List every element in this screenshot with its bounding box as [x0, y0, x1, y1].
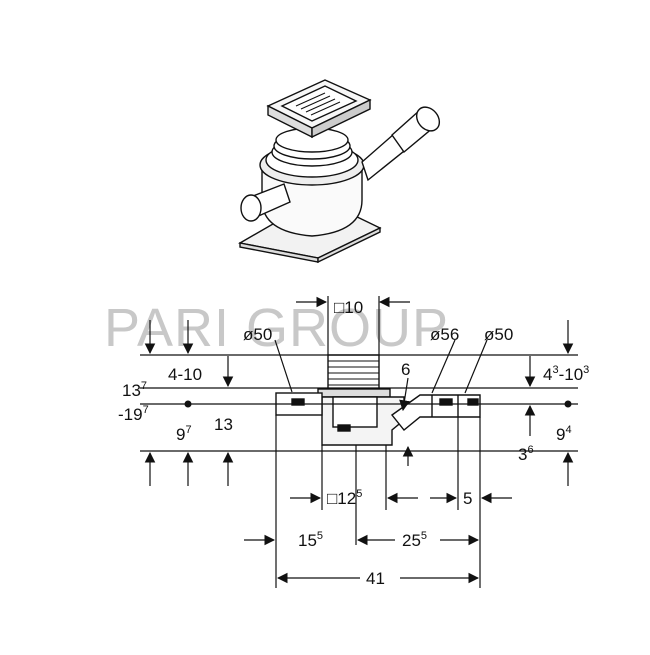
- label-total-height-b: -197: [118, 404, 149, 424]
- axis-marker-right: [564, 400, 572, 408]
- label-offset-right: 36: [518, 444, 534, 464]
- drain-section-view: [275, 354, 481, 446]
- dimension-labels: □10 ø50 ø56 ø50 4-10 6 43-103 137 -197 9…: [118, 298, 589, 588]
- watermark: PARI GROUP: [104, 298, 449, 358]
- label-body-size: □125: [327, 488, 362, 508]
- label-outlet-left: ø50: [243, 325, 272, 344]
- dimension-lines: [140, 296, 578, 588]
- label-depth: 13: [214, 415, 233, 434]
- label-angle: 6: [401, 360, 410, 379]
- label-right-length: 255: [402, 530, 427, 550]
- drain-isometric-view: [238, 79, 441, 264]
- label-outlet-mid: ø56: [430, 325, 459, 344]
- label-axis-right: 94: [556, 424, 572, 444]
- label-height-range-right: 43-103: [543, 364, 589, 384]
- axis-marker-left: [184, 400, 192, 408]
- label-outlet-right: ø50: [484, 325, 513, 344]
- label-total-length: 41: [366, 569, 385, 588]
- label-total-height-a: 137: [122, 380, 147, 400]
- label-axis-left: 97: [176, 424, 192, 444]
- label-height-range-left: 4-10: [168, 365, 202, 384]
- label-grate-size: □10: [334, 298, 363, 317]
- label-gap: 5: [463, 489, 472, 508]
- label-left-length: 155: [298, 530, 323, 550]
